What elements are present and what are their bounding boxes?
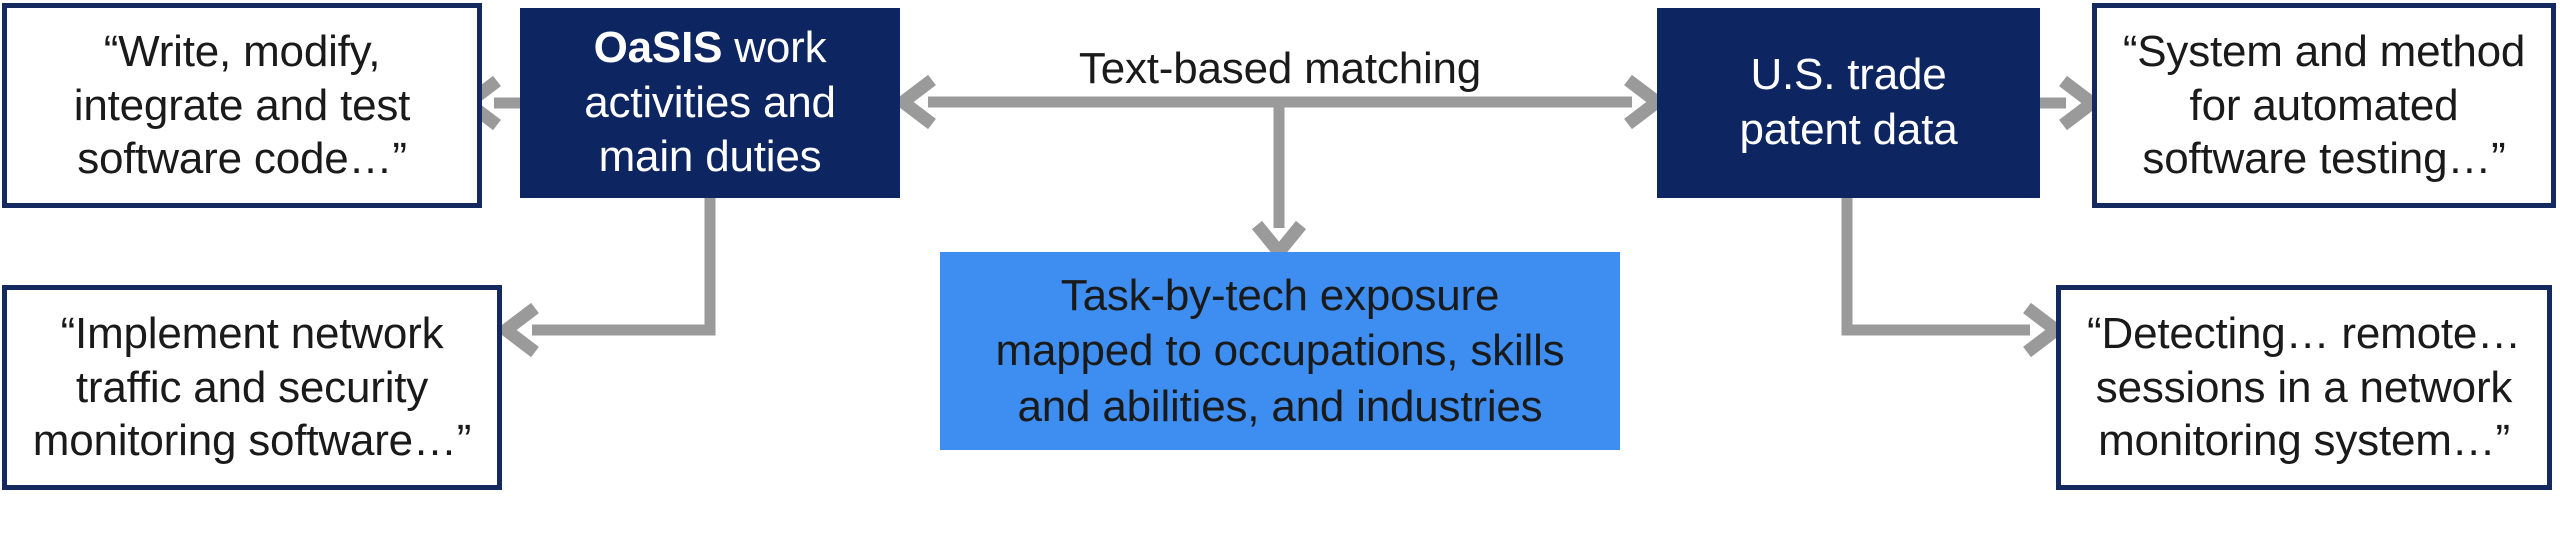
edge-label-text-based-matching: Text-based matching bbox=[1078, 44, 1482, 93]
node-text-line-2: sessions in a network bbox=[2095, 362, 2513, 412]
node-patent-example-top: “System and method for automated softwar… bbox=[2092, 3, 2556, 208]
node-text-line-3: software code…” bbox=[77, 134, 407, 184]
node-text-line-2: mapped to occupations, skills bbox=[995, 326, 1565, 376]
node-text-emphasis: OaSIS bbox=[593, 23, 723, 73]
node-text-line-1: U.S. trade bbox=[1750, 50, 1947, 100]
arrow-oasis-to-example-bottom bbox=[495, 198, 716, 358]
arrow-matching-to-output bbox=[1251, 102, 1307, 263]
node-text-line-1: “Implement network bbox=[60, 308, 444, 358]
node-text-line-1: Task-by-tech exposure bbox=[1060, 270, 1500, 320]
arrow-patent-to-example-top bbox=[2040, 75, 2103, 131]
node-text-line-3: and abilities, and industries bbox=[1017, 381, 1543, 431]
node-patent-source: U.S. trade patent data bbox=[1657, 8, 2040, 198]
node-text-rest: work bbox=[722, 23, 827, 73]
node-oasis-source: OaSIS work activities and main duties bbox=[520, 8, 900, 198]
node-text-line-3: software testing…” bbox=[2142, 134, 2506, 184]
node-text-line-2: for automated bbox=[2189, 80, 2459, 130]
arrow-patent-to-example-bottom bbox=[1841, 198, 2067, 358]
node-text-line-1: “Write, modify, bbox=[103, 26, 381, 76]
node-text-line-1: “Detecting… remote… bbox=[2087, 308, 2521, 358]
node-text-line-3: monitoring system…” bbox=[2098, 416, 2510, 466]
node-text-line-2: activities and bbox=[584, 77, 836, 127]
node-text-line-2: integrate and test bbox=[73, 80, 411, 130]
node-text-line-1: OaSIS work bbox=[584, 21, 836, 76]
node-oasis-example-bottom: “Implement network traffic and security … bbox=[2, 285, 502, 490]
node-text-line-2: patent data bbox=[1739, 105, 1958, 154]
node-text-line-3: monitoring software…” bbox=[32, 416, 472, 466]
node-output-task-by-tech: Task-by-tech exposure mapped to occupati… bbox=[940, 252, 1620, 450]
node-text-line-2: traffic and security bbox=[75, 362, 429, 412]
node-text-line-3: main duties bbox=[598, 132, 822, 182]
node-patent-example-bottom: “Detecting… remote… sessions in a networ… bbox=[2056, 285, 2552, 490]
node-text-line-1: “System and method bbox=[2122, 26, 2526, 76]
node-oasis-example-top: “Write, modify, integrate and test softw… bbox=[2, 3, 482, 208]
